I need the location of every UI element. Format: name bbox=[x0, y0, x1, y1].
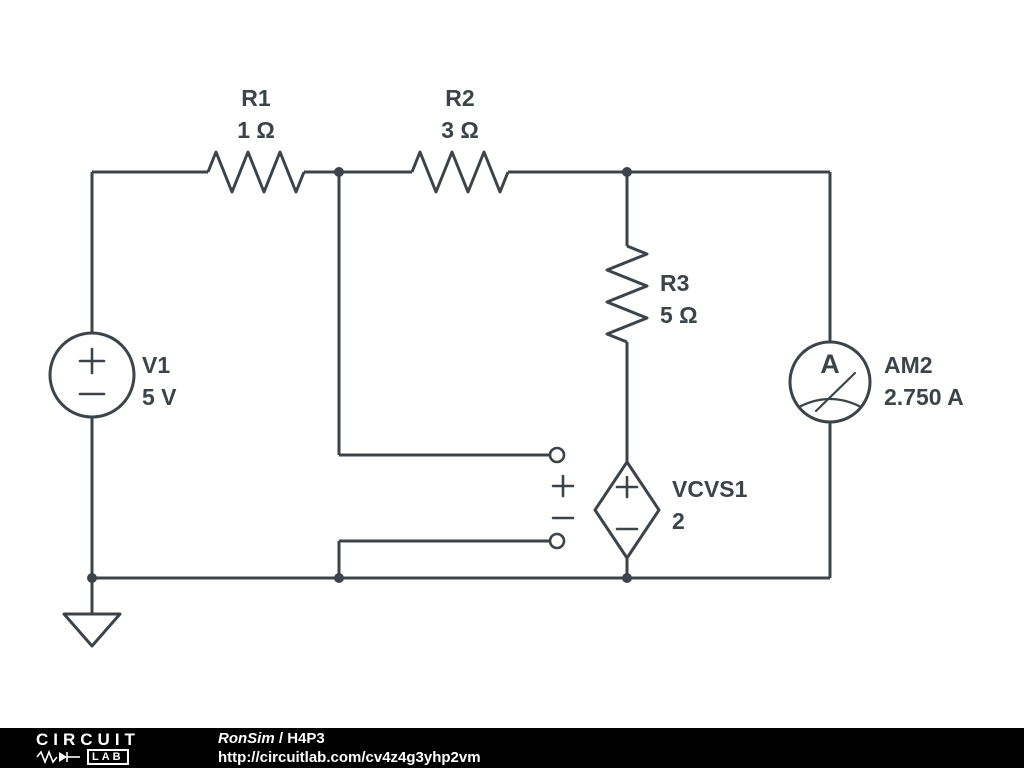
component-r2[interactable]: R2 3 Ω bbox=[410, 85, 510, 194]
junction-dot bbox=[622, 167, 632, 177]
junction-dots bbox=[87, 167, 632, 583]
component-value: 5 Ω bbox=[660, 302, 698, 328]
component-label: R3 bbox=[660, 270, 689, 296]
plus-icon bbox=[551, 474, 575, 498]
wires bbox=[90, 170, 832, 580]
project-name: H4P3 bbox=[287, 730, 325, 747]
component-r1[interactable]: R1 1 Ω bbox=[206, 85, 306, 194]
component-label: R2 bbox=[445, 85, 474, 111]
junction-dot bbox=[334, 573, 344, 583]
resistor-zigzag-icon bbox=[605, 244, 649, 344]
component-v1[interactable]: V1 5 V bbox=[48, 331, 177, 419]
resistor-diode-icon bbox=[36, 750, 80, 765]
component-label: V1 bbox=[142, 352, 170, 378]
control-terminal-negative[interactable] bbox=[548, 532, 566, 550]
logo-bottom-row: LAB bbox=[36, 749, 184, 766]
resistor-zigzag-icon bbox=[206, 150, 306, 194]
resistor-zigzag-icon bbox=[410, 150, 510, 194]
component-am2[interactable]: A AM2 2.750 A bbox=[788, 340, 964, 424]
component-label: AM2 bbox=[884, 352, 933, 378]
footer-meta: RonSim / H4P3 http://circuitlab.com/cv4z… bbox=[218, 729, 481, 767]
component-label: VCVS1 bbox=[672, 476, 748, 502]
junction-dot bbox=[334, 167, 344, 177]
meter-needle-icon bbox=[814, 371, 857, 413]
plus-icon bbox=[615, 475, 639, 499]
share-url: http://circuitlab.com/cv4z4g3yhp2vm bbox=[218, 749, 481, 766]
junction-dot bbox=[622, 573, 632, 583]
ground-triangle-icon bbox=[62, 612, 122, 648]
control-terminal-positive[interactable] bbox=[548, 446, 566, 464]
footer: CIRCUIT LAB RonSim / H4P3 http://circuit… bbox=[0, 728, 1024, 768]
component-value: 2.750 A bbox=[884, 384, 964, 410]
component-r3[interactable]: R3 5 Ω bbox=[605, 244, 698, 344]
component-value: 5 V bbox=[142, 384, 177, 410]
ground-symbol[interactable] bbox=[62, 578, 122, 648]
circuitlab-logo: CIRCUIT LAB bbox=[36, 729, 184, 766]
logo-text-lab: LAB bbox=[87, 749, 129, 766]
component-label: R1 bbox=[241, 85, 271, 111]
author-name: RonSim bbox=[218, 730, 275, 747]
component-value: 1 Ω bbox=[237, 117, 275, 143]
vcvs-control-port[interactable] bbox=[548, 446, 575, 550]
meter-arc-icon bbox=[797, 397, 863, 409]
component-value: 2 bbox=[672, 508, 685, 534]
dependent-source-diamond bbox=[593, 460, 661, 560]
component-value: 3 Ω bbox=[441, 117, 479, 143]
component-vcvs1[interactable]: VCVS1 2 bbox=[593, 460, 748, 560]
voltage-source-circle bbox=[48, 331, 136, 419]
author-project-line: RonSim / H4P3 bbox=[218, 729, 481, 748]
logo-text-circuit: CIRCUIT bbox=[36, 729, 140, 749]
ammeter-letter: A bbox=[820, 349, 840, 379]
plus-icon bbox=[78, 347, 106, 375]
schematic-canvas[interactable]: R1 1 Ω R2 3 Ω R3 5 Ω V1 5 V bbox=[0, 0, 1024, 728]
separator: / bbox=[274, 730, 288, 747]
